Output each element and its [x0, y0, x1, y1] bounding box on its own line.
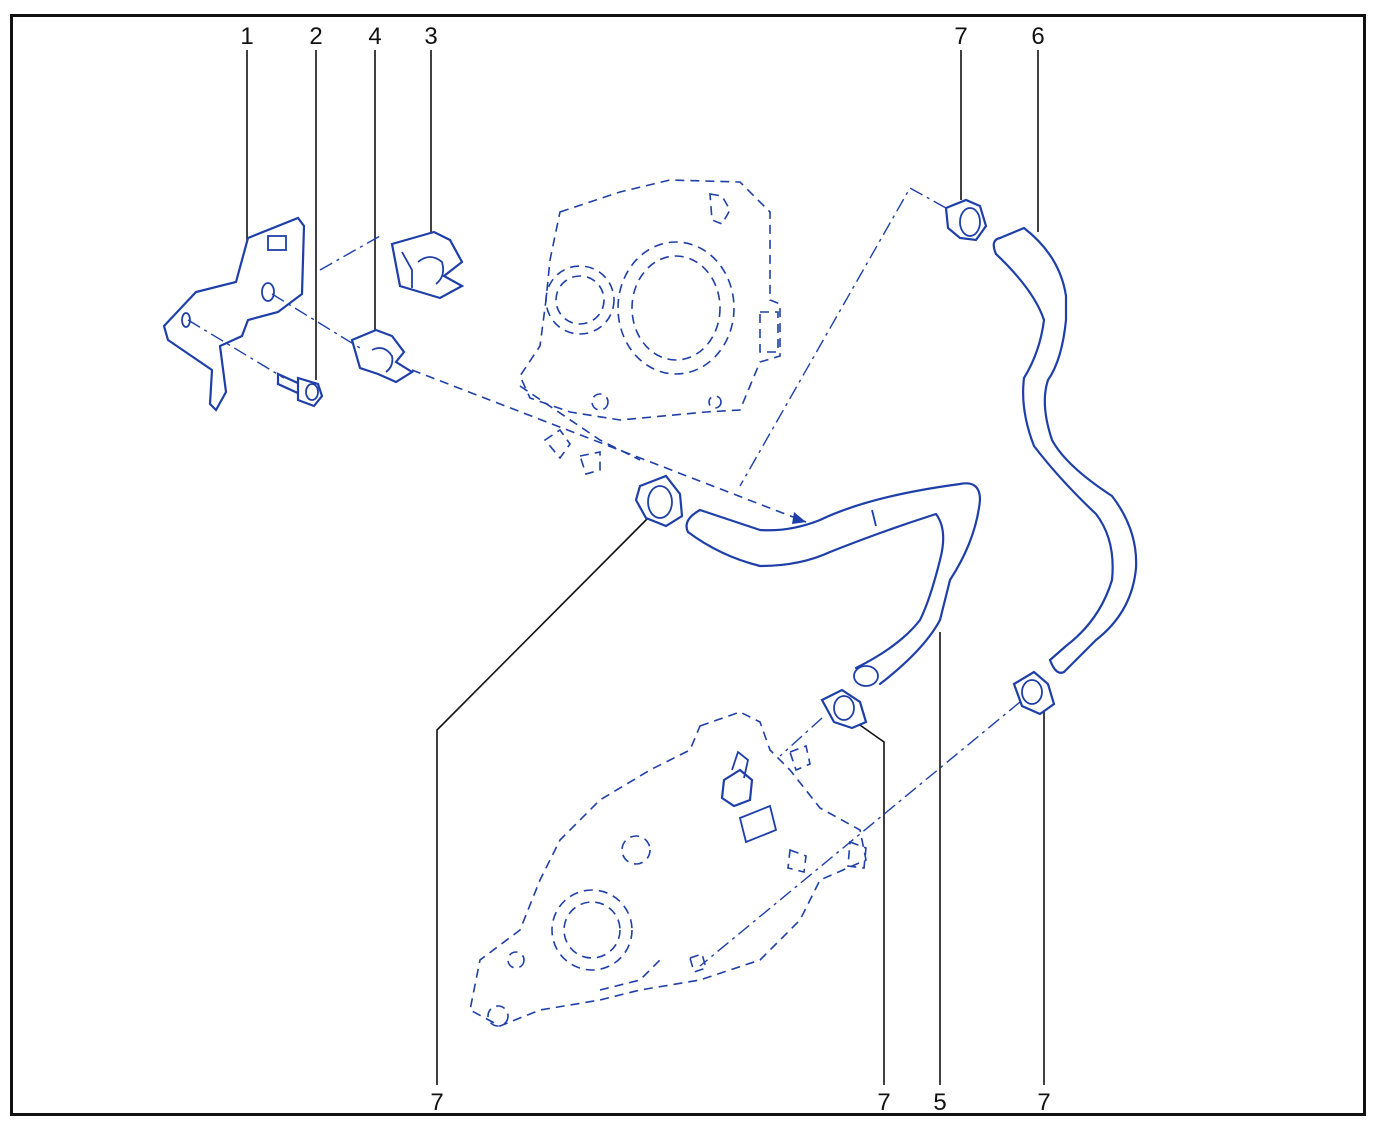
callout-4: 4	[368, 23, 381, 50]
callout-5: 5	[933, 1089, 946, 1116]
leader-7-bottom-mid	[849, 717, 885, 1085]
assembly-line-top-clip	[739, 187, 947, 487]
clip-part-3	[390, 230, 465, 300]
clip-7-top	[944, 198, 988, 242]
clip-7-bottom-right	[1012, 670, 1056, 716]
callout-7-bottom-mid: 7	[877, 1089, 890, 1116]
bracket-slot	[267, 235, 287, 251]
clip-7-bottom-left	[634, 474, 684, 528]
throttle-body	[519, 179, 781, 475]
leader-7-bottom-left	[436, 517, 649, 1085]
hose-part-5	[685, 482, 982, 687]
assembly-line-hose5	[411, 369, 807, 523]
assembly-lines-bracket	[187, 235, 381, 379]
callout-7-bottom-left: 7	[430, 1089, 443, 1116]
callout-3: 3	[424, 23, 437, 50]
bracket-hole-lower	[181, 312, 191, 328]
assembly-line-mid-clip	[779, 717, 823, 757]
assembly-arrow	[792, 512, 806, 524]
bolt-part-2	[276, 372, 324, 408]
leader-lines	[246, 50, 1045, 1085]
callout-7-top: 7	[954, 23, 967, 50]
bracket-hole	[261, 282, 275, 302]
callout-6: 6	[1031, 23, 1044, 50]
callout-7-bottom-right: 7	[1037, 1089, 1050, 1116]
assembly-line-right-clip	[699, 701, 1021, 967]
hose-part-6	[992, 226, 1138, 674]
clip-7-bottom-mid	[820, 688, 868, 730]
callout-1: 1	[240, 23, 253, 50]
bracket-part-1	[162, 216, 306, 412]
housing-fitting	[720, 750, 778, 844]
diagram-frame	[10, 14, 1366, 1116]
clip-part-4	[350, 328, 415, 384]
callout-2: 2	[309, 23, 322, 50]
lower-housing	[469, 711, 867, 1027]
